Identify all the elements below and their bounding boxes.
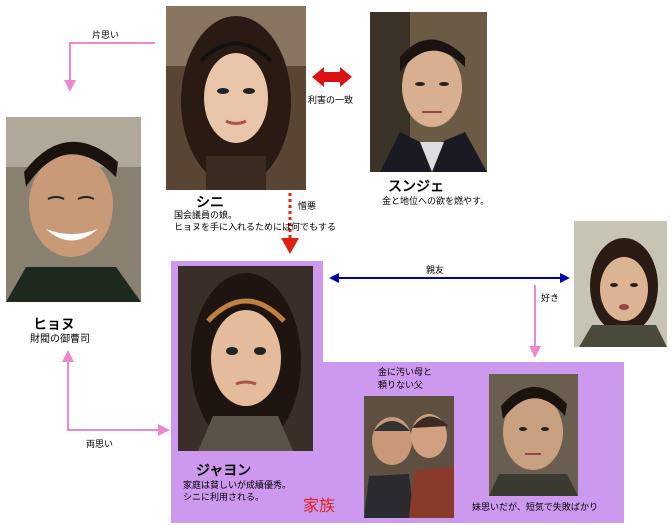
mutual-interest-arrow: [312, 67, 352, 87]
friend-photo: [574, 221, 667, 347]
sunje-desc: 金と地位への欲を燃やす。: [382, 196, 489, 208]
one-sided-arrow: [70, 43, 155, 82]
shini-desc-1: 国会議員の娘。: [174, 210, 237, 222]
likes-label: 好き: [541, 293, 559, 305]
family-label: 家族: [303, 492, 335, 516]
sunje-name: スンジェ: [388, 176, 444, 196]
hyonu-photo: [6, 117, 141, 302]
jayon-desc-1: 家庭は貧しいが成績優秀。: [183, 480, 291, 492]
one-sided-arrowhead: [64, 80, 76, 92]
one-sided-label: 片思い: [92, 30, 119, 42]
brother-photo: [489, 374, 578, 496]
jayon-photo: [178, 266, 313, 451]
brother-desc: 妹思いだが、短気で失敗ばかり: [472, 502, 598, 514]
hyonu-desc: 財閥の御曹司: [30, 334, 90, 346]
hatred-label: 憎悪: [298, 201, 316, 213]
parents-desc-2: 頼りない父: [378, 380, 423, 392]
best-friend-label: 親友: [426, 265, 444, 277]
shini-name: シニ: [196, 192, 224, 212]
mutual-love-arrow: [68, 360, 160, 430]
mutual-love-label: 両思い: [86, 439, 113, 451]
shini-photo: [166, 6, 306, 190]
parents-photo: [364, 396, 454, 518]
hatred-arrowhead: [281, 238, 299, 254]
shini-desc-2: ヒョヌを手に入れるためには何でもする: [174, 222, 336, 234]
mutual-interest-label: 利害の一致: [308, 95, 353, 107]
jayon-name: ジャヨン: [196, 460, 251, 480]
jayon-desc-2: シニに利用される。: [183, 492, 264, 504]
sunje-photo: [370, 12, 487, 172]
parents-desc-1: 金に汚い母と: [378, 367, 432, 379]
hyonu-name: ヒョヌ: [33, 314, 75, 334]
